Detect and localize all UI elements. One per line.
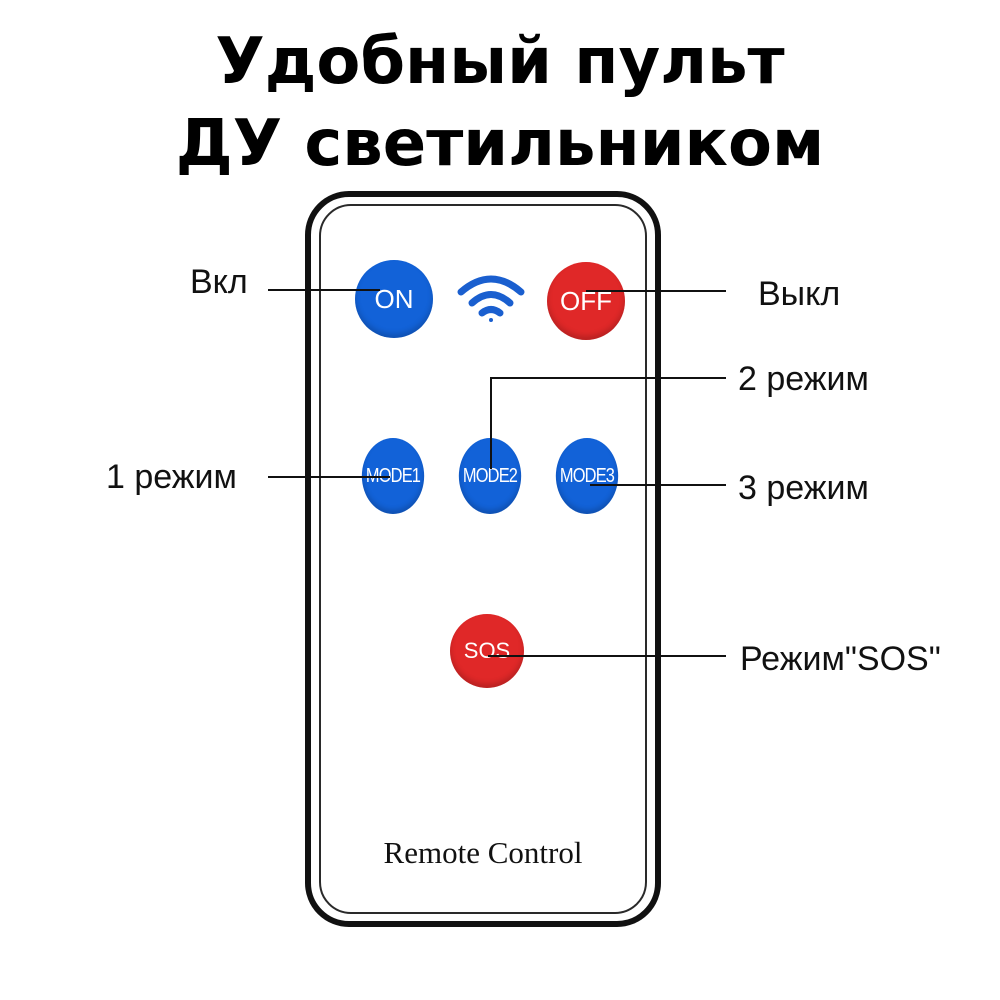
callout-label-off: Выкл [758,275,841,313]
off-button[interactable]: OFF [547,262,625,340]
wifi-icon [457,275,525,322]
callout-line-sos [488,655,726,657]
callout-label-on: Вкл [190,263,248,301]
mode2-button[interactable]: MODE2 [458,438,522,514]
callout-line-mode2-vertical [490,377,492,469]
page-title-line-1: Удобный пульт [215,25,785,99]
callout-label-mode1: 1 режим [106,458,237,496]
callout-label-mode2: 2 режим [738,360,869,398]
callout-line-mode1 [268,476,390,478]
callout-line-off [586,290,726,292]
remote-caption: Remote Control [383,835,583,870]
callout-line-mode2-horizontal [490,377,726,379]
sos-button[interactable]: SOS [450,614,524,688]
mode3-button[interactable]: MODE3 [555,438,619,514]
callout-label-sos: Режим"SOS" [740,640,941,678]
page-title-line-2: ДУ светильником [175,107,825,181]
on-button[interactable]: ON [355,260,433,338]
callout-line-mode3 [590,484,726,486]
callout-label-mode3: 3 режим [738,469,869,507]
callout-line-on [268,289,380,291]
